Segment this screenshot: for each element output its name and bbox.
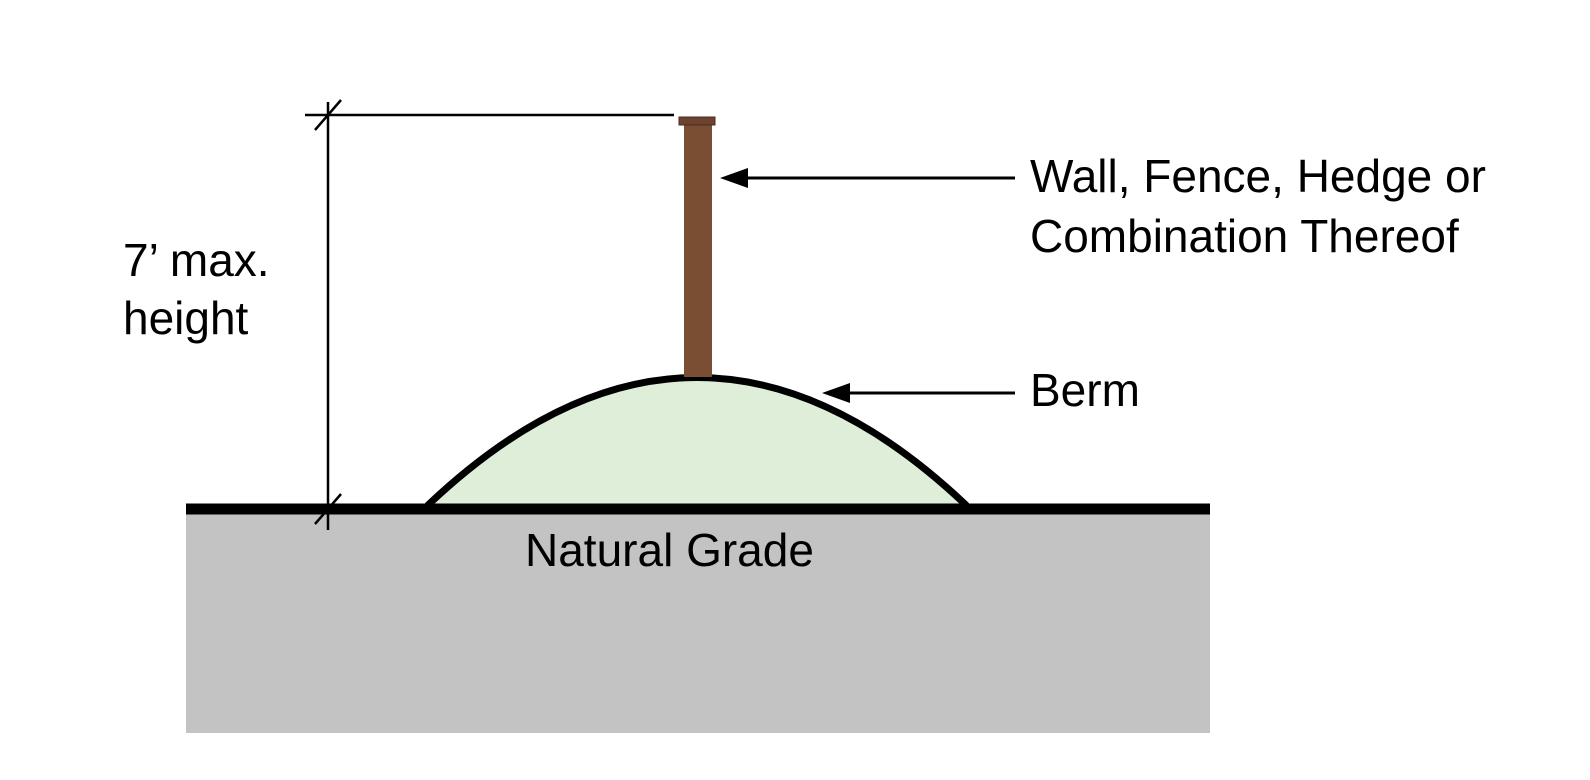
dimension-tick-bottom	[314, 493, 342, 525]
wall-post	[684, 122, 712, 377]
wall-callout-arrowhead	[720, 168, 748, 188]
natural-grade-label: Natural Grade	[525, 524, 814, 576]
wall-label-line1: Wall, Fence, Hedge or	[1030, 150, 1486, 202]
wall-label-line2: Combination Thereof	[1030, 210, 1459, 262]
berm-label: Berm	[1030, 364, 1140, 416]
height-label-line1: 7’ max.	[123, 234, 270, 286]
dimension-tick-top	[314, 99, 342, 131]
berm-callout-arrowhead	[822, 383, 850, 403]
height-label-line2: height	[123, 292, 249, 344]
wall-post-cap	[678, 116, 716, 126]
ground-section	[186, 505, 1210, 733]
berm-outline	[424, 374, 970, 509]
